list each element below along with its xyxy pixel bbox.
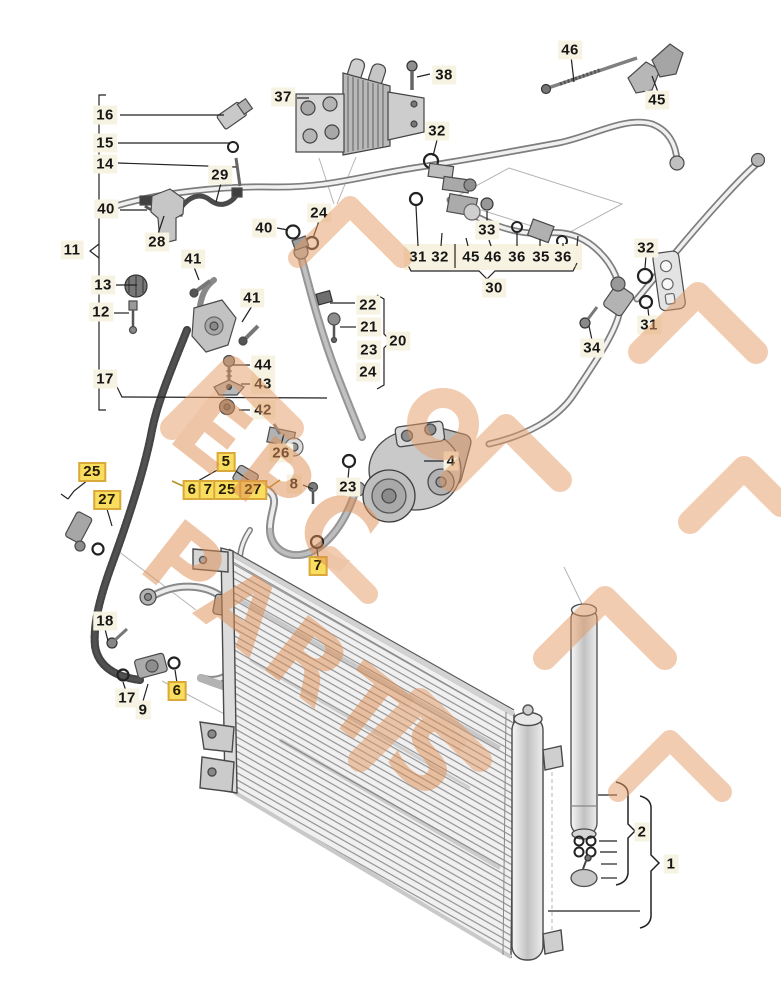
part-label-17: 17 [93,369,117,389]
part-label-36: 36 [505,247,529,267]
oil-cooler-37 [295,58,425,156]
part-label-38: 38 [432,65,456,85]
part-label-9: 9 [135,700,151,720]
part-label-29: 29 [208,165,232,185]
part-label-6: 6 [167,681,187,701]
part-label-31: 31 [406,247,430,267]
part-label-5: 5 [216,452,236,472]
part-label-18: 18 [93,611,117,631]
part-label-14: 14 [93,154,117,174]
part-label-25: 25 [213,480,241,500]
part-label-41: 41 [181,249,205,269]
part-label-8: 8 [286,474,302,494]
part-label-11: 11 [60,240,84,260]
part-label-25: 25 [78,462,106,482]
part-label-32: 32 [425,121,449,141]
part-label-32: 32 [634,238,658,258]
part-label-30: 30 [482,278,506,298]
part-label-37: 37 [271,87,295,107]
part-label-16: 16 [93,105,117,125]
part-label-26: 26 [269,443,293,463]
part-label-21: 21 [357,317,381,337]
part-label-13: 13 [91,275,115,295]
part-label-7: 7 [308,556,328,576]
part-label-41: 41 [240,288,264,308]
part-label-42: 42 [251,400,275,420]
part-label-32: 32 [428,247,452,267]
part-label-31: 31 [637,315,661,335]
part-label-23: 23 [336,477,360,497]
part-label-2: 2 [634,822,650,842]
part-label-45: 45 [645,90,669,110]
part-label-34: 34 [580,338,604,358]
part-label-33: 33 [475,220,499,240]
part-label-28: 28 [145,232,169,252]
part-label-20: 20 [386,331,410,351]
part-label-27: 27 [239,480,267,500]
part-label-27: 27 [93,490,121,510]
part-label-24: 24 [356,362,380,382]
part-label-46: 46 [481,247,505,267]
part-label-1: 1 [663,854,679,874]
part-label-43: 43 [251,374,275,394]
part-label-24: 24 [307,203,331,223]
part-label-22: 22 [356,295,380,315]
part-label-4: 4 [443,451,459,471]
part-label-36: 36 [551,247,575,267]
part-label-46: 46 [558,40,582,60]
part-label-40: 40 [94,199,118,219]
part-label-45: 45 [459,247,483,267]
part-label-23: 23 [357,340,381,360]
part-label-35: 35 [529,247,553,267]
part-label-17: 17 [115,688,139,708]
part-label-15: 15 [93,133,117,153]
part-label-12: 12 [89,302,113,322]
part-label-40: 40 [252,218,276,238]
part-label-44: 44 [251,355,275,375]
